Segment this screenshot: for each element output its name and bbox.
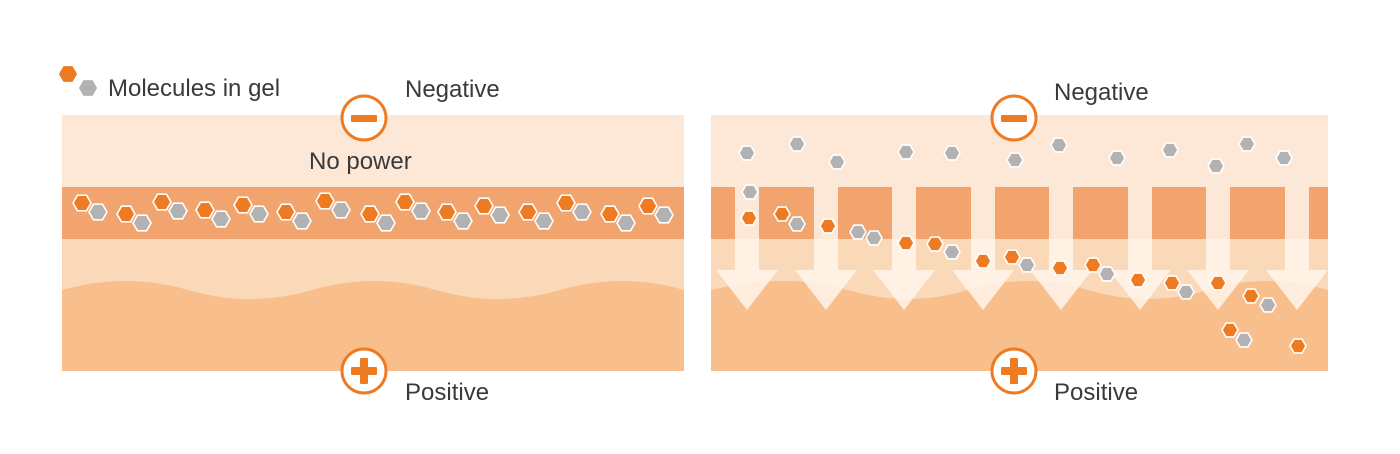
orange-molecule-icon (315, 192, 335, 210)
gray-molecule-icon (1098, 266, 1116, 282)
gray-molecule-icon (534, 212, 554, 230)
down-arrow-icon (952, 187, 1014, 310)
right-positive-label: Positive (1054, 379, 1139, 406)
down-arrow-icon (1187, 187, 1249, 310)
orange-molecule-icon (1163, 275, 1181, 291)
gray-molecule-icon (453, 212, 473, 230)
gray-molecule-icon (1235, 332, 1253, 348)
gray-molecule-icon (788, 136, 806, 152)
gray-molecule-icon (1177, 284, 1195, 300)
gray-molecule-icon (1275, 150, 1293, 166)
down-arrow-icon (716, 187, 778, 310)
gray-molecule-icon (211, 210, 231, 228)
orange-molecule-icon (556, 194, 576, 212)
gray-molecule-icon (738, 145, 756, 161)
gray-molecule-icon (1108, 150, 1126, 166)
orange-molecule-icon (897, 235, 915, 251)
gray-molecule-icon (943, 145, 961, 161)
orange-molecule-icon (638, 197, 658, 215)
orange-molecule-icon (1129, 272, 1147, 288)
gel-band (711, 187, 1328, 239)
gray-molecule-icon (411, 202, 431, 220)
orange-molecule-icon (1289, 338, 1307, 354)
orange-molecule-icon (1003, 249, 1021, 265)
down-arrow-icon (795, 187, 857, 310)
gray-molecule-icon (1050, 137, 1068, 153)
gray-molecule-icon (292, 212, 312, 230)
mid-layer (62, 239, 684, 299)
orange-molecule-icon (233, 196, 253, 214)
gray-molecule-icon (654, 206, 674, 224)
orange-molecule-icon (474, 197, 494, 215)
right-minus-icon (990, 94, 1038, 142)
orange-molecule-icon (360, 205, 380, 223)
orange-molecule-icon (57, 64, 79, 84)
orange-molecule-icon (773, 206, 791, 222)
gray-molecule-icon (897, 144, 915, 160)
orange-molecule-icon (195, 201, 215, 219)
gray-molecule-icon (1006, 152, 1024, 168)
orange-molecule-icon (974, 253, 992, 269)
gray-molecule-icon (865, 230, 883, 246)
orange-molecule-icon (1209, 275, 1227, 291)
orange-molecule-icon (395, 193, 415, 211)
orange-molecule-icon (600, 205, 620, 223)
left-negative-label: Negative (405, 76, 500, 103)
orange-molecule-icon (518, 203, 538, 221)
gray-molecule-icon (249, 205, 269, 223)
down-arrow-icon (1109, 187, 1171, 310)
gray-molecule-icon (828, 154, 846, 170)
gray-molecule-icon (1161, 142, 1179, 158)
gray-molecule-icon (1259, 297, 1277, 313)
gray-molecule-icon (572, 203, 592, 221)
orange-molecule-icon (437, 203, 457, 221)
gray-molecule-icon (88, 203, 108, 221)
gray-molecule-icon (849, 224, 867, 240)
orange-molecule-icon (72, 194, 92, 212)
gray-molecule-icon (1207, 158, 1225, 174)
gray-molecule-icon (490, 206, 510, 224)
right-plus-icon (990, 347, 1038, 395)
down-arrow-icon (1030, 187, 1092, 310)
gray-molecule-icon (132, 214, 152, 232)
gray-molecule-icon (376, 214, 396, 232)
orange-molecule-icon (116, 205, 136, 223)
orange-molecule-icon (1221, 322, 1239, 338)
gray-molecule-icon (741, 184, 759, 200)
orange-molecule-icon (152, 193, 172, 211)
left-minus-icon (340, 94, 388, 142)
molecule-legend-icon (57, 64, 99, 98)
right-panel (711, 115, 1328, 371)
right-negative-label: Negative (1054, 79, 1149, 106)
left-positive-label: Positive (405, 379, 490, 406)
legend-label: Molecules in gel (108, 75, 281, 102)
gray-molecule-icon (1238, 136, 1256, 152)
migrating-molecules (738, 136, 1307, 354)
gel-molecules (72, 192, 674, 232)
gray-molecule-icon (943, 244, 961, 260)
orange-molecule-icon (276, 203, 296, 221)
left-plus-icon (340, 347, 388, 395)
no-power-label: No power (309, 148, 412, 175)
orange-molecule-icon (1051, 260, 1069, 276)
gray-molecule-icon (77, 78, 99, 98)
orange-molecule-icon (740, 210, 758, 226)
gray-molecule-icon (616, 214, 636, 232)
orange-molecule-icon (819, 218, 837, 234)
orange-molecule-icon (1242, 288, 1260, 304)
gray-molecule-icon (788, 216, 806, 232)
orange-molecule-icon (1084, 257, 1102, 273)
left-panel (62, 115, 684, 371)
gray-molecule-icon (331, 201, 351, 219)
gray-molecule-icon (168, 202, 188, 220)
gray-molecule-icon (1018, 257, 1036, 273)
orange-molecule-icon (926, 236, 944, 252)
down-arrow-icon (1266, 187, 1328, 310)
